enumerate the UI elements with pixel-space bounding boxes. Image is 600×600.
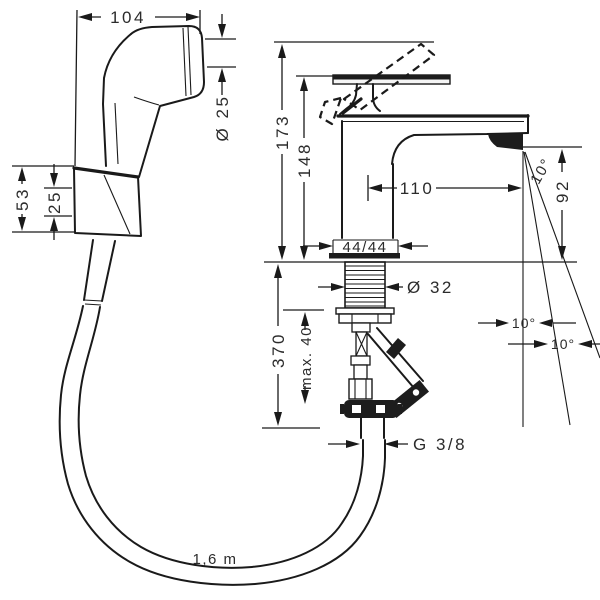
faucet (318, 42, 530, 259)
spout-underside (391, 132, 529, 165)
sprayer-face-line-1 (187, 26, 192, 96)
lever-handle-top-band (333, 75, 450, 80)
angle-10-top-label: 10° (527, 155, 555, 187)
fitting-slot-left (352, 405, 361, 413)
dim-32: Ø 32 (318, 278, 454, 297)
dim-25-label: 25 (45, 190, 64, 214)
fitting-slot-right (376, 405, 385, 413)
sprayer-grip-line (114, 102, 119, 165)
dim-g38: G 3/8 (328, 435, 467, 454)
stream-slant-10 (523, 151, 571, 426)
aerator (488, 134, 523, 150)
bracket-top-edge (72, 166, 140, 179)
hand-sprayer (83, 25, 205, 306)
sprayer-hose (58, 305, 386, 586)
fitting-nub-left (340, 404, 344, 414)
angle-10-low: 10° (508, 336, 600, 352)
dim-92: 92 (523, 146, 582, 260)
lever-tab-raised-dashed (318, 96, 343, 126)
base-sides (332, 240, 399, 253)
lever-handle-raised-dashed (342, 42, 436, 112)
hose-nipple (360, 417, 385, 439)
mounting-nut (338, 313, 392, 324)
dim-92-label: 92 (553, 179, 572, 203)
dim-g38-label: G 3/8 (413, 435, 467, 454)
dim-53-label: 53 (13, 187, 32, 211)
dim-max-40: max. 40 (283, 309, 324, 404)
dim-148: 148 (295, 75, 333, 260)
dim-53: 53 (12, 165, 76, 233)
banjo-fitting-bottom (344, 400, 398, 418)
base-plate (329, 253, 400, 259)
dim-32-label: Ø 32 (407, 278, 454, 297)
lever-cap-accent (341, 97, 363, 115)
dim-104-label: 104 (110, 8, 146, 27)
sprayer-handle-lower-left (83, 239, 94, 301)
dim-370: 370 (262, 264, 320, 429)
dim-44-44-label: 44/44 (342, 239, 387, 256)
angle-10-low-label: 10° (551, 336, 575, 352)
sprayer-handle-lower-right (101, 240, 116, 302)
mounting-nut-notches (351, 314, 379, 323)
dim-110-label: 110 (400, 179, 435, 198)
valve-stack (348, 322, 373, 400)
sprayer-handle-end-cap (83, 299, 103, 306)
dim-148-label: 148 (295, 142, 314, 178)
below-deck-assembly (335, 261, 429, 439)
dim-max-40-label: max. 40 (298, 326, 315, 390)
dim-head-25: Ø 25 (205, 14, 236, 141)
angle-10-mid-label: 10° (512, 315, 536, 331)
washer (335, 307, 395, 315)
hose-outer-curve (58, 305, 386, 586)
threaded-shank (344, 261, 386, 309)
dim-25: 25 (44, 164, 72, 240)
sprayer-head-left-edge (102, 33, 132, 167)
sprayer-head-outline (130, 25, 205, 178)
hose-inner-curve (77, 306, 364, 569)
dim-173: 173 (273, 41, 434, 260)
dim-370-label: 370 (269, 332, 288, 368)
dim-head-25-label: Ø 25 (213, 95, 232, 142)
sprayer-face-line-2 (182, 27, 187, 97)
dim-44-44: 44/44 (303, 239, 428, 256)
hose-length-label: 1,6 m (192, 551, 237, 568)
dim-173-label: 173 (273, 114, 292, 150)
angle-10-mid: 10° (478, 315, 576, 331)
bracket-seam (103, 174, 131, 235)
dim-110: 110 (367, 175, 522, 201)
dim-104: 104 (74, 8, 201, 167)
bracket-outline (73, 167, 142, 237)
sprayer-neck-crease (133, 96, 160, 106)
fitting-nub-right (398, 404, 402, 414)
wall-bracket (72, 166, 142, 237)
